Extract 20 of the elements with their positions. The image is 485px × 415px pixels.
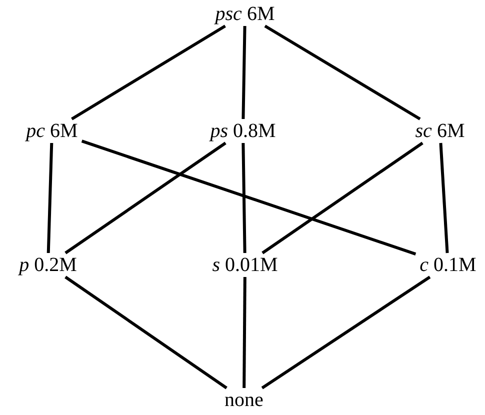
lattice-edge [64, 142, 226, 254]
node-label: s 0.01M [212, 254, 278, 276]
node-label: p 0.2M [19, 254, 77, 276]
node-label: c 0.1M [420, 254, 476, 276]
lattice-edge [64, 276, 228, 390]
lattice-edge [242, 26, 246, 120]
node-label: ps 0.8M [210, 120, 276, 142]
lattice-edge [242, 276, 246, 388]
lattice-edge [81, 140, 416, 256]
node-label: sc 6M [415, 120, 465, 142]
node-label: pc 6M [26, 120, 78, 142]
lattice-edge [242, 142, 246, 254]
lattice-edge [261, 276, 431, 390]
lattice-edge [439, 142, 449, 254]
lattice-edge [262, 142, 424, 254]
node-label: none [224, 389, 264, 411]
lattice-edge [71, 24, 226, 120]
lattice-edge [264, 24, 421, 120]
node-label: psc 6M [215, 3, 275, 25]
lattice-edge [46, 142, 54, 254]
